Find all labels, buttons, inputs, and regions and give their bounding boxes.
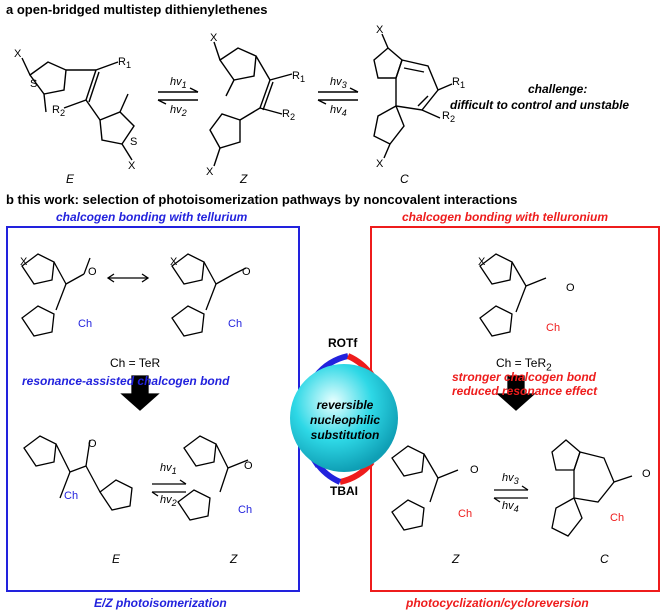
arrow-label-hv2: hv2 [160, 494, 177, 509]
atom-s: S [30, 78, 38, 90]
atom-o: O [242, 266, 251, 278]
atom-r2: R2 [282, 108, 296, 123]
atom-o: O [244, 460, 253, 472]
challenge-line1: challenge: [528, 82, 588, 96]
atom-o: O [642, 468, 651, 480]
left-caption: resonance-assisted chalcogen bond [22, 374, 230, 388]
thiophene-ring [29, 61, 67, 95]
left-isomer-e: E [112, 552, 121, 566]
atom-ch: Ch [610, 512, 625, 524]
atom-x: X [206, 166, 214, 178]
arrow-label-hv3: hv3 [330, 76, 347, 91]
right-caption-line1: stronger chalcogen bond [452, 370, 597, 384]
challenge-line2: difficult to control and unstable [450, 98, 630, 112]
reagent-tbai: TBAI [330, 484, 358, 498]
arrow-label-hv2: hv2 [170, 104, 187, 119]
right-caption-line2: reduced resonance effect [452, 384, 598, 398]
atom-o: O [88, 438, 97, 450]
atom-r1: R1 [452, 76, 466, 91]
atom-r2: R2 [52, 104, 66, 119]
atom-x: X [376, 158, 384, 170]
sphere-line1: reversible [316, 398, 374, 412]
atom-ch: Ch [78, 318, 93, 330]
right-isomer-c: C [600, 552, 609, 566]
atom-ch: Ch [228, 318, 243, 330]
substitution-sphere [290, 364, 398, 472]
left-ch-def: Ch = TeR [110, 356, 161, 370]
atom-ch: Ch [238, 504, 253, 516]
atom-ch: Ch [458, 508, 473, 520]
thiophene-ring [99, 111, 135, 145]
right-ch-def: Ch = TeR2 [496, 356, 552, 374]
section-b-scheme [21, 253, 633, 537]
atom-x: X [210, 32, 218, 44]
arrow-label-hv1: hv1 [160, 462, 177, 477]
atom-o: O [88, 266, 97, 278]
atom-s: S [130, 136, 138, 148]
atom-ch: Ch [546, 322, 561, 334]
atom-r2: R2 [442, 110, 456, 125]
atom-x: X [170, 256, 178, 268]
arrow-label-hv1: hv1 [170, 76, 187, 91]
isomer-label-c: C [400, 172, 409, 186]
left-footer: E/Z photoisomerization [94, 596, 227, 610]
arrow-label-hv3: hv3 [502, 472, 519, 487]
arrow-label-hv4: hv4 [502, 500, 519, 515]
right-isomer-z: Z [452, 552, 460, 566]
reagent-rotf: ROTf [328, 336, 358, 350]
right-panel-title: chalcogen bonding with telluronium [402, 210, 608, 224]
section-a-title: a open-bridged multistep dithienylethene… [6, 2, 268, 17]
right-footer: photocyclization/cycloreversion [406, 596, 589, 610]
atom-o: O [470, 464, 479, 476]
section-a-scheme [21, 33, 453, 167]
isomer-label-z: Z [240, 172, 248, 186]
sphere-line2: nucleophilic [309, 413, 380, 427]
atom-x: X [376, 24, 384, 36]
atom-r1: R1 [292, 70, 306, 85]
atom-x: X [20, 256, 28, 268]
left-isomer-z: Z [230, 552, 238, 566]
atom-ch: Ch [64, 490, 79, 502]
atom-x: X [14, 48, 22, 60]
atom-o: O [566, 282, 575, 294]
atom-x: X [478, 256, 486, 268]
atom-x: X [128, 160, 136, 172]
isomer-label-e: E [66, 172, 75, 186]
arrow-label-hv4: hv4 [330, 104, 347, 119]
left-panel-title: chalcogen bonding with tellurium [56, 210, 248, 224]
sphere-line3: substitution [310, 428, 380, 442]
atom-r1: R1 [118, 56, 132, 71]
section-b-title: b this work: selection of photoisomeriza… [6, 192, 518, 207]
